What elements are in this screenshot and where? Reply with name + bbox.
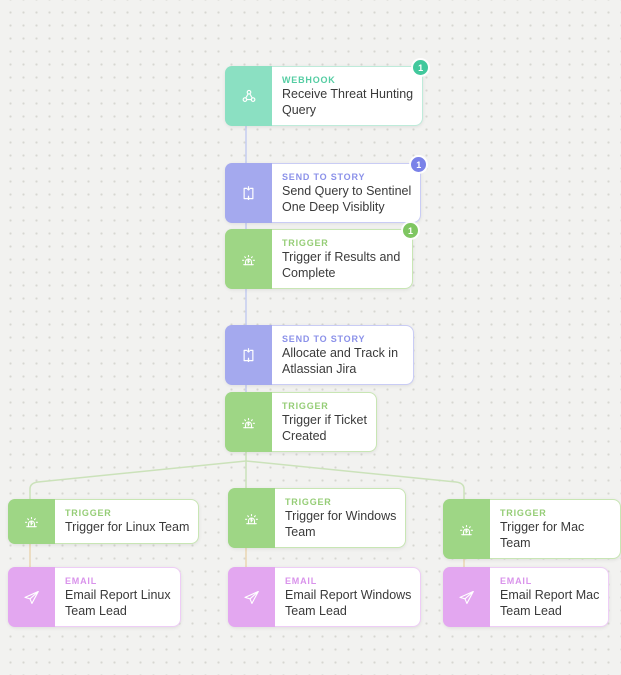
webhook-icon [225,66,272,126]
node-title: Trigger for Mac Team [500,520,585,550]
trigger-icon [225,392,272,452]
node-type-label: TRIGGER [500,508,547,518]
node-trigger-if-ticket-created[interactable]: TRIGGER Trigger if Ticket Created [225,392,377,452]
node-title: Receive Threat Hunting Query [282,87,414,117]
node-type-label: TRIGGER [282,238,329,248]
node-trigger-if-results-complete[interactable]: TRIGGER Trigger if Results and Complete … [225,223,418,289]
node-title: Trigger for Linux Team [65,520,190,534]
node-title: Trigger if Ticket Created [282,413,367,443]
node-type-label: TRIGGER [285,497,332,507]
trigger-icon [8,499,55,544]
email-send-icon [228,567,275,627]
node-type-label: EMAIL [65,576,97,586]
event-count-badge[interactable]: 1 [411,157,427,172]
node-type-label: TRIGGER [65,508,112,518]
node-send-query-to-sentinelone[interactable]: SEND TO STORY Send Query to Sentinel One… [225,157,427,223]
node-email-report-mac[interactable]: EMAIL Email Report Mac Team Lead [443,567,610,627]
node-title: Trigger if Results and Complete [282,250,401,280]
node-email-report-linux[interactable]: EMAIL Email Report Linux Team Lead [8,567,181,627]
node-type-label: EMAIL [500,576,532,586]
event-count-badge[interactable]: 1 [403,223,418,238]
trigger-icon [225,229,272,289]
send-to-story-icon [225,325,272,385]
node-title: Email Report Mac Team Lead [500,588,600,618]
node-email-report-windows[interactable]: EMAIL Email Report Windows Team Lead [228,567,422,627]
email-send-icon [443,567,490,627]
node-type-label: SEND TO STORY [282,172,366,182]
node-receive-threat-hunting-query[interactable]: WEBHOOK Receive Threat Hunting Query 1 [225,60,429,126]
node-type-label: SEND TO STORY [282,334,366,344]
connector-to-linux-trigger [29,460,247,502]
node-title: Send Query to Sentinel One Deep Visiblit… [282,184,412,214]
node-trigger-for-linux-team[interactable]: TRIGGER Trigger for Linux Team [8,499,200,544]
trigger-icon [228,488,275,548]
send-to-story-icon [225,163,272,223]
node-title: Email Report Linux Team Lead [65,588,171,618]
node-trigger-for-mac-team[interactable]: TRIGGER Trigger for Mac Team [443,499,621,559]
node-allocate-track-jira[interactable]: SEND TO STORY Allocate and Track in Atla… [225,325,414,385]
node-title: Trigger for Windows Team [285,509,397,539]
node-type-label: EMAIL [285,576,317,586]
node-type-label: TRIGGER [282,401,329,411]
node-title: Email Report Windows Team Lead [285,588,412,618]
node-title: Allocate and Track in Atlassian Jira [282,346,399,376]
node-type-label: WEBHOOK [282,75,336,85]
email-send-icon [8,567,55,627]
event-count-badge[interactable]: 1 [413,60,429,75]
node-trigger-for-windows-team[interactable]: TRIGGER Trigger for Windows Team [228,488,407,548]
trigger-icon [443,499,490,559]
